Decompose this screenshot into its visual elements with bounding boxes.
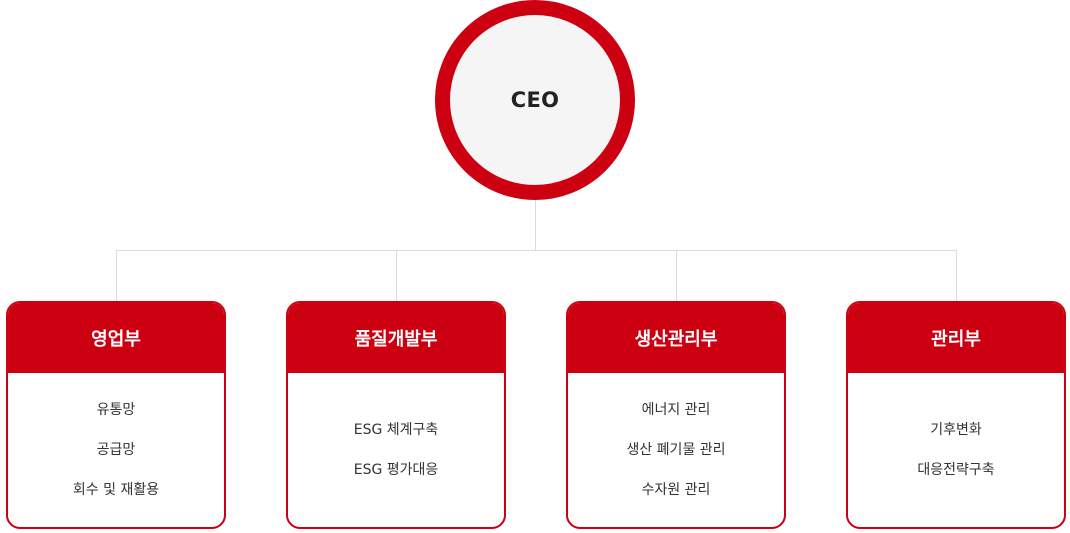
connector-drop-sales	[116, 250, 117, 301]
dept-item: ESG 체계구축	[353, 422, 439, 438]
connector-drop-production	[676, 250, 677, 301]
ceo-node: CEO	[435, 0, 635, 200]
dept-item: 공급망	[96, 442, 136, 458]
dept-item: 대응전략구축	[917, 462, 995, 478]
dept-item: 유통망	[96, 402, 136, 418]
connector-drop-management	[956, 250, 957, 301]
dept-items-production: 에너지 관리 생산 폐기물 관리 수자원 관리	[568, 373, 784, 527]
connector-drop-quality	[396, 250, 397, 301]
dept-title-sales: 영업부	[8, 303, 224, 373]
dept-box-production: 생산관리부 에너지 관리 생산 폐기물 관리 수자원 관리	[566, 301, 786, 529]
dept-title-management: 관리부	[848, 303, 1064, 373]
dept-box-management: 관리부 기후변화 대응전략구축	[846, 301, 1066, 529]
dept-item: 수자원 관리	[641, 482, 711, 498]
dept-items-management: 기후변화 대응전략구축	[848, 373, 1064, 527]
dept-item: 기후변화	[930, 422, 982, 438]
dept-item: ESG 평가대응	[353, 462, 439, 478]
dept-items-sales: 유통망 공급망 회수 및 재활용	[8, 373, 224, 527]
dept-box-quality: 품질개발부 ESG 체계구축 ESG 평가대응	[286, 301, 506, 529]
dept-items-quality: ESG 체계구축 ESG 평가대응	[288, 373, 504, 527]
dept-item: 회수 및 재활용	[72, 482, 160, 498]
ceo-label: CEO	[510, 88, 560, 112]
dept-item: 생산 폐기물 관리	[626, 442, 726, 458]
dept-title-production: 생산관리부	[568, 303, 784, 373]
dept-box-sales: 영업부 유통망 공급망 회수 및 재활용	[6, 301, 226, 529]
connector-horizontal-bus	[116, 250, 956, 251]
connector-ceo-trunk	[535, 200, 536, 250]
dept-item: 에너지 관리	[641, 402, 711, 418]
dept-title-quality: 품질개발부	[288, 303, 504, 373]
